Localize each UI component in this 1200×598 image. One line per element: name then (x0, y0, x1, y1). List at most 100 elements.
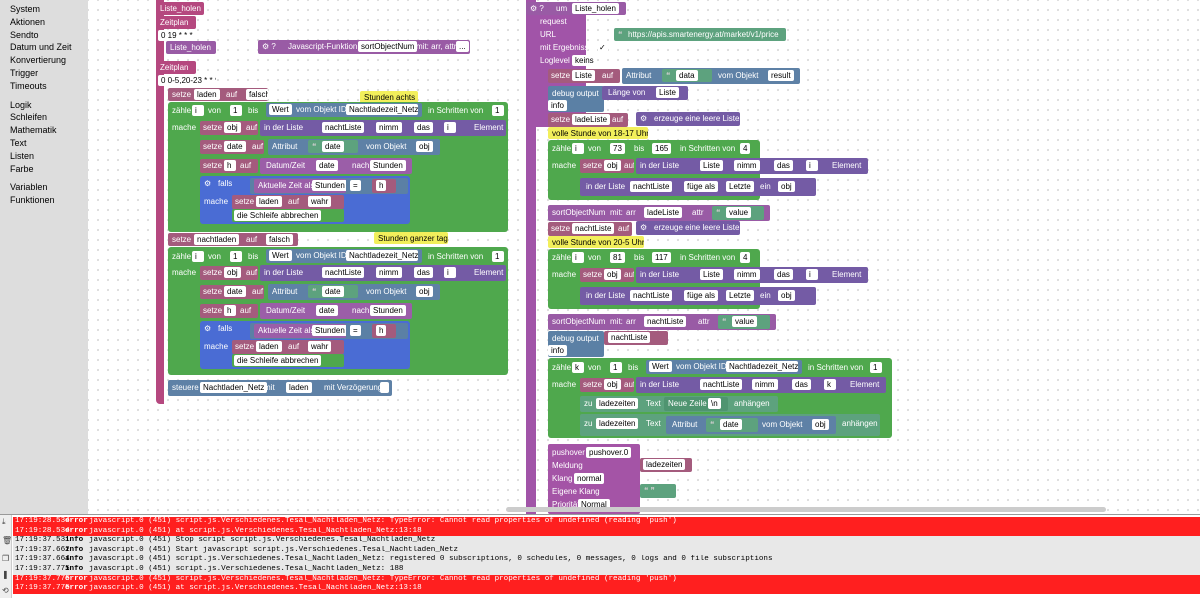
value-dropdown[interactable]: Wert (269, 250, 292, 261)
category-funktionen[interactable]: Funktionen (10, 195, 55, 206)
variable-dropdown[interactable]: nachtListe (608, 332, 651, 343)
list-variable[interactable]: nachtListe (630, 181, 673, 192)
schedule-event-spine[interactable] (156, 0, 164, 404)
object-variable[interactable]: obj (416, 141, 433, 152)
break-loop-block[interactable]: die Schleife abbrechen (232, 209, 344, 222)
mode-dropdown[interactable]: nimm (734, 269, 760, 280)
variable-dropdown[interactable]: laden (194, 89, 220, 100)
category-farbe[interactable]: Farbe (10, 163, 34, 174)
break-loop-block[interactable]: die Schleife abbrechen (232, 354, 344, 367)
cron-field-1[interactable]: 0 19 * * * (158, 30, 196, 41)
index-variable[interactable]: k (824, 379, 836, 390)
gear-icon[interactable]: ⚙ (204, 324, 212, 333)
compare-block[interactable]: Aktuelle Zeit als Stunden = h (250, 323, 408, 339)
category-variablen[interactable]: Variablen (10, 182, 48, 193)
object-variable[interactable]: obj (416, 286, 433, 297)
arg-variable[interactable]: nachtListe (644, 316, 687, 327)
mode-dropdown[interactable]: nimm (376, 122, 402, 133)
gear-icon[interactable]: ⚙ (204, 179, 212, 188)
blockly-workspace[interactable]: Liste_holen Zeitplan 0 19 * * * Liste_ho… (88, 0, 1200, 514)
comment-note-4[interactable]: volle Stunde von 20-5 Uhr (548, 236, 644, 248)
counter-variable[interactable]: k (572, 362, 584, 373)
control-state-block[interactable]: steuere Nachtladen_Netz mit laden mit Ve… (168, 380, 392, 396)
insert-mode-dropdown[interactable]: füge als (684, 181, 719, 192)
get-value-block-1[interactable]: Wert vom Objekt ID Nachtladezeit_Netz (266, 103, 422, 117)
call-liste-holen-block[interactable]: Liste_holen (166, 41, 216, 54)
set-obj-block[interactable]: setze obj auf (200, 121, 258, 135)
text-literal[interactable]: ❝ date (706, 418, 758, 432)
delete-icon[interactable]: 🗑 (2, 536, 13, 545)
variable-dropdown[interactable]: obj (604, 269, 621, 280)
text-value[interactable]: value (726, 207, 752, 218)
gear-icon[interactable]: ⚙ (640, 114, 648, 123)
date-time-block[interactable]: Datum/Zeit date nach Stunden (260, 158, 412, 174)
gear-icon[interactable]: ⚙ ? (530, 4, 544, 13)
newline-dropdown[interactable]: \n (708, 398, 721, 409)
set-h-block[interactable]: setze h auf (200, 304, 258, 318)
attribute-block[interactable]: Attribut ❝ data vom Objekt result (622, 68, 800, 84)
url-value[interactable]: https://apis.smartenergy.at/market/v1/pr… (628, 30, 779, 39)
text-value[interactable]: date (720, 419, 742, 430)
item-variable[interactable]: obj (778, 181, 795, 192)
variable-dropdown[interactable]: date (224, 141, 246, 152)
category-mathematik[interactable]: Mathematik (10, 125, 57, 136)
index-variable[interactable]: i (806, 160, 818, 171)
where-dropdown[interactable]: das (774, 269, 793, 280)
mode-dropdown[interactable]: nimm (376, 267, 402, 278)
priority-dropdown[interactable]: Normal (578, 499, 610, 510)
history-icon[interactable]: ⟲ (2, 586, 9, 595)
boolean-dropdown[interactable]: wahr (308, 341, 332, 352)
variable-dropdown[interactable]: h (224, 305, 236, 316)
object-id-field[interactable]: Nachtladezeit_Netz (346, 250, 418, 261)
step-value[interactable]: 1 (492, 105, 504, 116)
create-empty-list-block[interactable]: ⚙ erzeuge eine leere Liste (636, 112, 740, 126)
nachtliste-variable-block[interactable]: nachtListe (604, 331, 668, 345)
comment-note-2[interactable]: Stunden ganzer tag (374, 232, 448, 244)
current-time-block[interactable]: Aktuelle Zeit als Stunden (254, 179, 346, 193)
schedule-block-1[interactable]: Zeitplan (156, 16, 196, 29)
operator-dropdown[interactable]: = (350, 180, 361, 191)
variable-dropdown[interactable]: obj (224, 267, 241, 278)
list-get-block[interactable]: in der Liste nachtListe nimm das i Eleme… (260, 265, 506, 281)
where-dropdown[interactable]: das (414, 267, 433, 278)
scroll-down-icon[interactable]: ⤓ (2, 517, 6, 526)
variable-dropdown[interactable]: Liste (572, 70, 595, 81)
set-nachtladen-block[interactable]: setze nachtladen auf falsch (168, 233, 298, 246)
sound-dropdown[interactable]: normal (574, 473, 605, 484)
length-block[interactable]: Länge von Liste (602, 86, 688, 100)
debug-level-dropdown[interactable]: info (548, 345, 567, 356)
from-value[interactable]: 1 (230, 251, 242, 262)
text-literal[interactable]: ❝ date (308, 140, 358, 153)
text-literal[interactable]: ❝ data (662, 69, 712, 82)
get-value-block-3[interactable]: Wert vom Objekt ID Nachtladezeit_Netz (646, 360, 802, 374)
set-date-block[interactable]: setze date auf (200, 285, 264, 299)
javascript-function-block[interactable]: ⚙ ? Javascript-Funktion sortObjectNum mi… (258, 40, 470, 54)
mode-dropdown[interactable]: nimm (752, 379, 778, 390)
index-variable[interactable]: i (444, 267, 456, 278)
list-get-block[interactable]: in der Liste Liste nimm das i Element (636, 158, 868, 174)
boolean-dropdown[interactable]: wahr (308, 196, 332, 207)
object-id-field[interactable]: Nachtladen_Netz (200, 382, 268, 393)
procedure-block-liste-holen[interactable]: Liste_holen (156, 2, 204, 15)
value-dropdown[interactable]: Wert (269, 104, 292, 115)
counter-variable[interactable]: i (572, 252, 584, 263)
position-dropdown[interactable]: Letzte (726, 290, 754, 301)
object-variable[interactable]: result (768, 70, 794, 81)
text-value[interactable]: date (322, 141, 344, 152)
category-trigger[interactable]: Trigger (10, 67, 39, 78)
comment-note-1[interactable]: Stunden achts (360, 91, 418, 103)
horizontal-scrollbar[interactable] (506, 507, 1106, 512)
variable-dropdown[interactable]: ladezeiten (596, 418, 639, 429)
append-text-block[interactable]: zu ladezeiten Text Neue Zeile \n anhänge… (580, 396, 778, 412)
call-sort-function-block[interactable]: sortObjectNum mit: arr nachtListe attr ❝… (548, 314, 776, 330)
counter-variable[interactable]: i (192, 251, 204, 262)
category-listen[interactable]: Listen (10, 150, 35, 161)
to-value[interactable]: 117 (652, 252, 671, 263)
break-dropdown[interactable]: die Schleife abbrechen (234, 210, 322, 221)
where-dropdown[interactable]: das (774, 160, 793, 171)
mode-dropdown[interactable]: nimm (734, 160, 760, 171)
index-variable[interactable]: i (444, 122, 456, 133)
list-variable[interactable]: Liste (700, 160, 723, 171)
date-time-block[interactable]: Datum/Zeit date nach Stunden (260, 303, 412, 319)
set-obj-block[interactable]: setze obj auf (580, 378, 634, 392)
